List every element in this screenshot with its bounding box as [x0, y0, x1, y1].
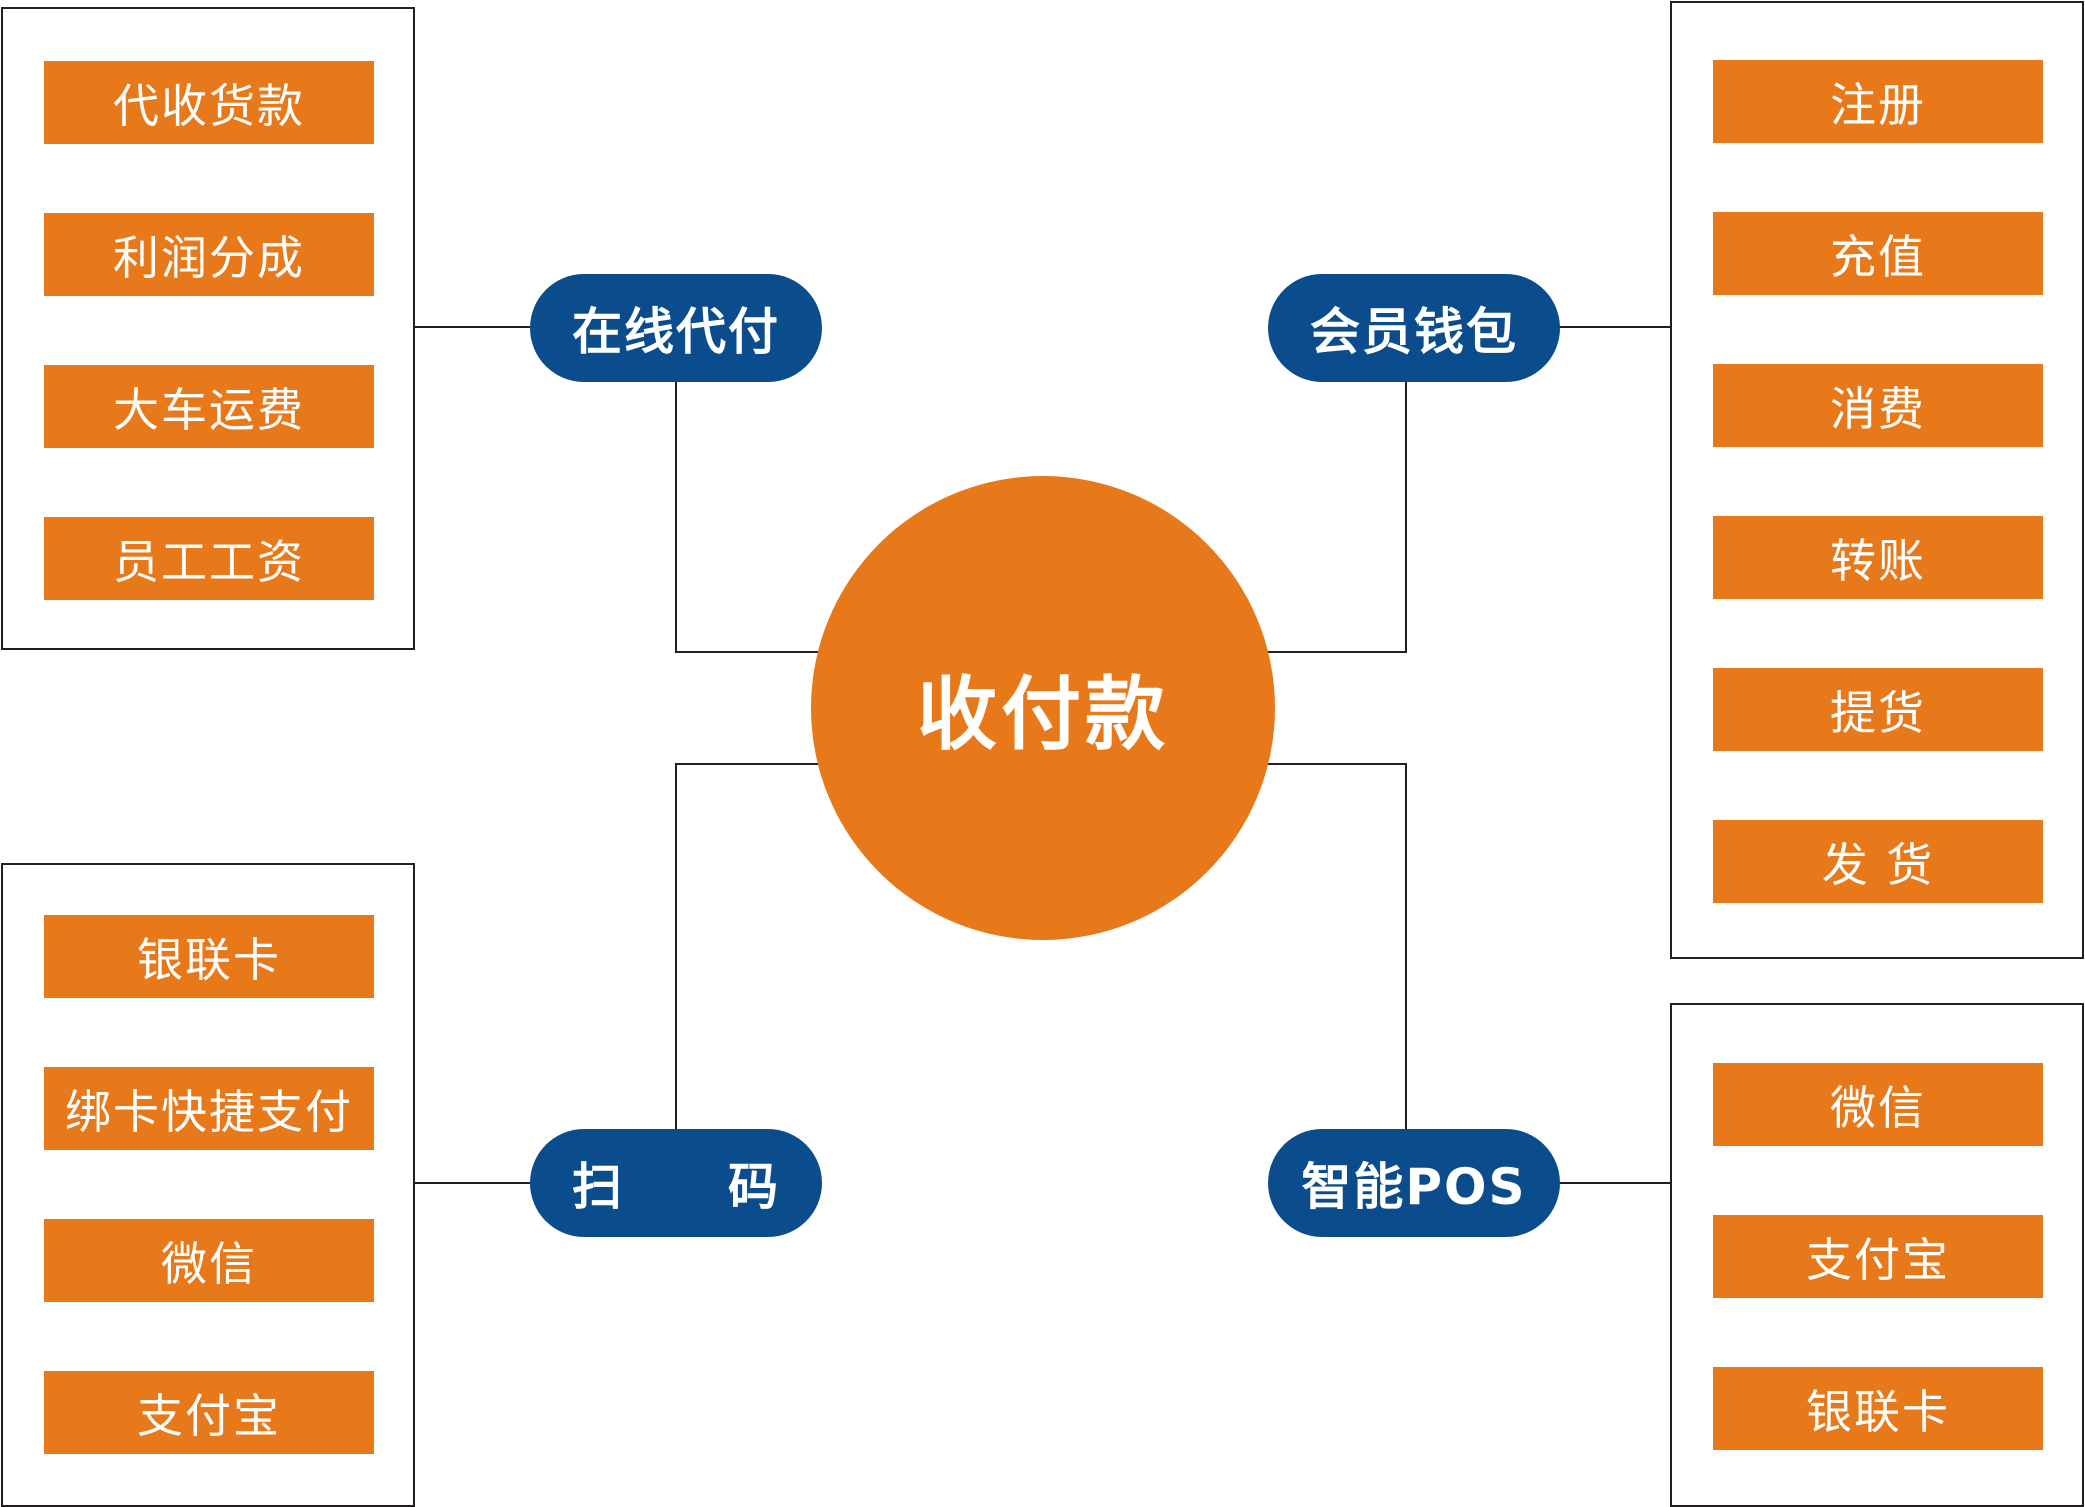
- item-wechat: 微信: [44, 1219, 374, 1302]
- item-unionpay-card: 银联卡: [1713, 1367, 2043, 1450]
- item-unionpay-card: 银联卡: [44, 915, 374, 998]
- category-scan-code: 扫 码: [530, 1129, 822, 1237]
- panel-online-payment: 代收货款 利润分成 大车运费 员工工资: [1, 7, 415, 650]
- connector-wallet-hub: [1268, 381, 1407, 653]
- item-consume: 消费: [1713, 364, 2043, 447]
- category-member-wallet: 会员钱包: [1268, 274, 1560, 382]
- item-pickup: 提货: [1713, 668, 2043, 751]
- connector-online-hub: [675, 381, 818, 653]
- category-online-payment: 在线代付: [530, 274, 822, 382]
- item-profit-share: 利润分成: [44, 213, 374, 296]
- item-register: 注册: [1713, 60, 2043, 143]
- connector-pos-hub: [1268, 763, 1407, 1129]
- item-truck-freight: 大车运费: [44, 365, 374, 448]
- panel-member-wallet: 注册 充值 消费 转账 提货 发 货: [1670, 1, 2084, 959]
- hub-payments: 收付款: [811, 476, 1275, 940]
- category-scan-code-label-right: 码: [728, 1158, 780, 1216]
- category-scan-code-label-left: 扫: [572, 1158, 624, 1216]
- category-smart-pos: 智能POS: [1268, 1129, 1560, 1237]
- panel-scan-code: 银联卡 绑卡快捷支付 微信 支付宝: [1, 863, 415, 1507]
- connector-scan-hub: [675, 763, 818, 1129]
- item-alipay: 支付宝: [1713, 1215, 2043, 1298]
- item-cod: 代收货款: [44, 61, 374, 144]
- item-quick-pay: 绑卡快捷支付: [44, 1067, 374, 1150]
- item-transfer: 转账: [1713, 516, 2043, 599]
- item-wechat: 微信: [1713, 1063, 2043, 1146]
- panel-smart-pos: 微信 支付宝 银联卡: [1670, 1003, 2084, 1507]
- item-employee-wages: 员工工资: [44, 517, 374, 600]
- item-alipay: 支付宝: [44, 1371, 374, 1454]
- item-ship: 发 货: [1713, 820, 2043, 903]
- item-recharge: 充值: [1713, 212, 2043, 295]
